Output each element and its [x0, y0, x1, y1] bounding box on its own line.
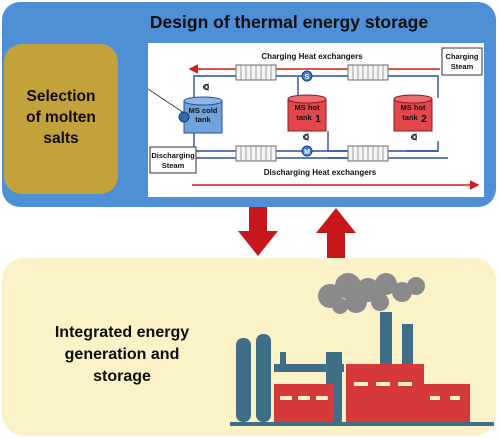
- hot-tank-1-number: 1: [315, 114, 321, 125]
- discharging-hx-label: Discharging Heat exchangers: [264, 168, 377, 177]
- salts-line-3: salts: [43, 130, 79, 147]
- hot-tank-2-label-1: MS hot: [401, 103, 426, 112]
- discharging-steam-line-1: Discharging: [151, 151, 195, 160]
- discharging-heat-exchangers: [235, 145, 389, 162]
- power-plant-icon: [230, 273, 494, 426]
- salts-line-2: of molten: [26, 109, 96, 126]
- steam-lines: [188, 64, 480, 190]
- pump-icons: [203, 83, 417, 141]
- cold-tank-label-2: tank: [195, 115, 211, 124]
- mixer-node: M: [301, 145, 313, 157]
- node-s-label: S: [305, 74, 310, 81]
- bottom-line-1: Integrated energy: [54, 324, 190, 341]
- molten-salts-box: [4, 44, 118, 194]
- hot-tank-2-number: 2: [421, 114, 427, 125]
- charging-steam-line-1: Charging: [446, 52, 479, 61]
- hot-tank-1-label-1: MS hot: [295, 103, 320, 112]
- smoke-cloud: [318, 273, 425, 314]
- plant-buildings: [274, 364, 470, 422]
- panel-title: Design of thermal energy storage: [149, 12, 429, 32]
- up-arrow: [316, 208, 356, 258]
- cold-tank-label-1: MS cold: [189, 106, 218, 115]
- charging-heat-exchangers: [235, 64, 389, 81]
- hot-tank-1-label-2: tank: [296, 113, 312, 122]
- connector-line: [148, 88, 185, 114]
- cold-tank: MS cold tank: [178, 96, 223, 134]
- molten-salts-label: Selection of molten salts: [4, 86, 118, 149]
- energy-generation-label: Integrated energy generation and storage: [6, 322, 238, 388]
- discharging-steam-line-2: Steam: [162, 161, 185, 170]
- plant-windows: [280, 382, 460, 400]
- down-arrow: [238, 207, 278, 256]
- storage-schematic: MS cold tank MS hot tank 1 MS hot tank 2…: [148, 43, 484, 197]
- charging-steam-box: Charging Steam: [441, 47, 483, 76]
- splitter-node: S: [301, 70, 313, 82]
- bottom-line-3: storage: [93, 368, 151, 385]
- ground-line: [230, 422, 494, 426]
- hot-tank-1: MS hot tank 1: [287, 94, 327, 132]
- node-m-label: M: [304, 149, 310, 156]
- discharging-steam-box: Discharging Steam: [149, 146, 197, 174]
- charging-steam-line-2: Steam: [451, 62, 474, 71]
- charging-hx-label: Charging Heat exchangers: [261, 52, 363, 61]
- hot-tank-2: MS hot tank 2: [393, 94, 433, 132]
- bottom-line-2: generation and: [64, 346, 180, 363]
- hot-tank-2-label-2: tank: [402, 113, 418, 122]
- salts-line-1: Selection: [26, 88, 96, 105]
